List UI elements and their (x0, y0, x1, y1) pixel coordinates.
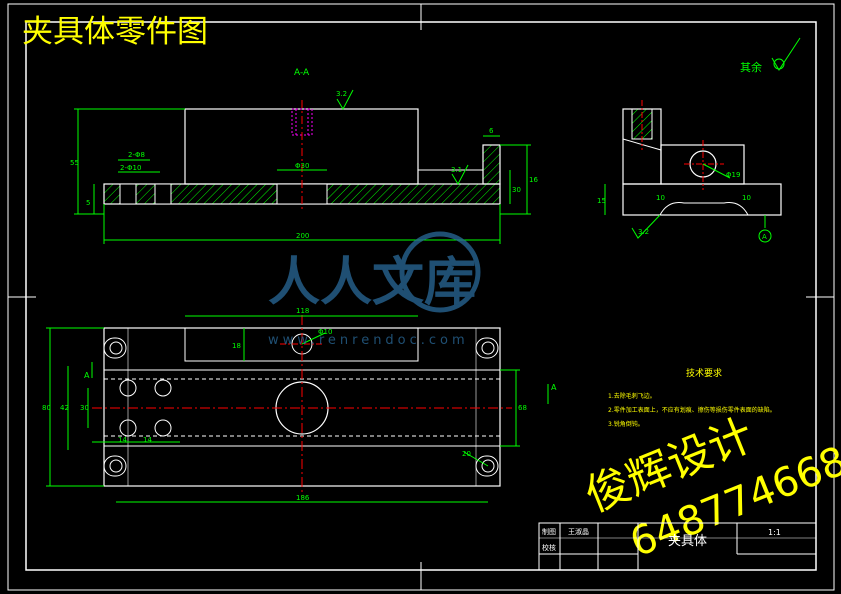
right-step (482, 144, 501, 185)
pin-hole (119, 419, 137, 437)
dim-right-h2: 16 (529, 176, 538, 184)
dim-leader (463, 451, 489, 467)
dim-plan-right: 68 (518, 404, 527, 412)
dim-plan-corner: 20 (462, 450, 471, 458)
title-block-frame (538, 522, 817, 571)
section-mark-right: A (551, 383, 557, 392)
corner-slot (103, 455, 127, 477)
side-view: 其余 15 Φ19 10 10 3.2 A (597, 37, 801, 243)
tech-item: 3.锐角倒钝。 (608, 420, 644, 428)
watermark-logo-icon (399, 231, 481, 313)
tech-requirements: 技术要求 1.去除毛刺飞边。 2.零件加工表面上，不应有划痕、擦伤等损伤零件表面… (608, 367, 776, 428)
corner-hole (481, 341, 495, 355)
tech-item: 2.零件加工表面上，不应有划痕、擦伤等损伤零件表面的缺陷。 (608, 406, 776, 414)
tech-heading: 技术要求 (686, 367, 722, 379)
dim-side-height: 15 (597, 197, 606, 205)
drawn-label: 制图 (542, 527, 556, 536)
plan-view: 118 18 Φ10 80 42 30 14 14 186 68 20 A A (42, 307, 557, 503)
dim-plan-left-inner: 42 (60, 404, 69, 412)
dim-hole1: 2-Φ8 (128, 151, 145, 159)
roughness-symbol (451, 164, 469, 186)
dim-plan-hole-spacing: 14 (118, 436, 127, 444)
dim-right-h1: 30 (512, 186, 521, 194)
dim-leader (702, 163, 731, 179)
check-label: 校核 (542, 543, 556, 552)
dim-left-small: 5 (86, 199, 90, 207)
pin-hole (154, 379, 172, 397)
dim-plan-top: 118 (296, 307, 309, 315)
watermark-url: www.renrendoc.com (268, 333, 469, 348)
corner-slot (103, 337, 127, 359)
side-slot (659, 202, 749, 216)
dim-side-slot: 10 (742, 194, 751, 202)
dim-center-bore: Φ30 (295, 162, 309, 170)
dim-leader (301, 332, 326, 345)
roughness-step: 3.1 (451, 166, 462, 174)
dim-plan-left-small: 30 (80, 404, 89, 412)
dim-side-slot: 10 (656, 194, 665, 202)
section-view: A-A 200 55 5 2-Φ8 2-Φ10 Φ30 (70, 68, 538, 244)
section-label: A-A (294, 68, 310, 78)
roughness-top: 3.2 (336, 90, 347, 98)
corner-hole (109, 459, 123, 473)
corner-hole (109, 341, 123, 355)
dim-plan-bore: Φ10 (318, 328, 332, 336)
datum-circle-icon (758, 229, 772, 243)
roughness-symbol (631, 214, 661, 239)
dim-plan-bottom: 186 (296, 494, 310, 502)
corner-hole (481, 459, 495, 473)
step-notch (417, 169, 484, 185)
roughness-bottom: 3.2 (638, 228, 649, 236)
scale: 1:1 (768, 528, 781, 537)
pin-hole (154, 419, 172, 437)
roughness-note: 其余 (740, 60, 762, 74)
dim-side-hole: Φ19 (726, 171, 740, 179)
datum-label: A (762, 233, 767, 241)
part-name: 夹具体 (668, 534, 707, 549)
hole-cut-1 (119, 183, 137, 205)
tech-item: 1.去除毛刺飞边。 (608, 392, 656, 400)
dim-left-height: 55 (70, 159, 79, 167)
watermark: 人人文库 www.renrendoc.com (268, 231, 481, 348)
title-block: 制图 王淑晶 校核 夹具体 1:1 (538, 522, 817, 571)
dim-right-small: 6 (489, 127, 494, 135)
section-mark-left: A (84, 371, 90, 380)
dim-overall-width: 200 (296, 232, 309, 240)
page-title: 夹具体零件图 (22, 14, 208, 50)
dim-hole2: 2-Φ10 (120, 164, 141, 172)
corner-slot (475, 337, 499, 359)
roughness-check-icon (771, 37, 801, 71)
dim-plan-hole-offset: 14 (143, 436, 152, 444)
hole-cut-2 (154, 183, 172, 205)
drawn-name: 王淑晶 (568, 527, 589, 536)
roughness-circle-icon (773, 58, 785, 70)
dim-plan-slot: 18 (232, 342, 241, 350)
watermark-brand: 人人文库 (268, 253, 476, 313)
pin-hole (119, 379, 137, 397)
corner-slot (475, 455, 499, 477)
dim-plan-left-outer: 80 (42, 404, 51, 412)
side-base (622, 183, 782, 216)
roughness-symbol (336, 89, 354, 111)
